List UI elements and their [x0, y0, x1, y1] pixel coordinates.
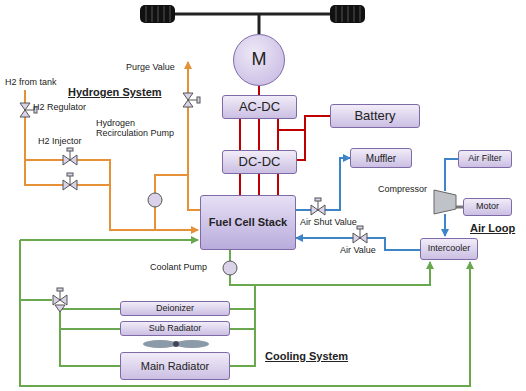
part-label: Hydrogen System	[68, 86, 162, 99]
motor-circle: M	[233, 34, 285, 86]
intercooler-box: Intercooler	[420, 238, 478, 260]
box-label: Sub Radiator	[149, 324, 202, 334]
radiator-box: Main Radiator	[120, 352, 230, 380]
converter-box: AC-DC	[222, 95, 297, 119]
box-label: AC-DC	[239, 100, 280, 114]
part-label: Air Shut Value	[300, 217, 357, 227]
box-label: Muffler	[366, 153, 396, 164]
converter-box: DC-DC	[222, 150, 297, 174]
flow-connector	[258, 86, 260, 95]
radiator-box: Sub Radiator	[120, 321, 230, 336]
part-label: H2 Regulator	[33, 102, 86, 112]
box-label: Motor	[476, 202, 499, 212]
box-label: Battery	[354, 109, 395, 123]
part-label: Purge Value	[126, 62, 175, 72]
box-label: Main Radiator	[141, 360, 209, 372]
filter-box: Air Filter	[458, 150, 512, 168]
part-label: Cooling System	[265, 350, 348, 363]
flow-connector	[297, 116, 330, 160]
box-label: Fuel Cell Stack	[209, 216, 287, 228]
battery-box: Battery	[330, 104, 420, 128]
part-label: Compressor	[378, 184, 427, 194]
deionizer-box: Deionizer	[120, 301, 230, 316]
part-label: H2 Injector	[38, 136, 82, 146]
muffler-box: Muffler	[350, 148, 412, 168]
box-label: Air Filter	[468, 154, 502, 164]
stack-box: Fuel Cell Stack	[200, 195, 296, 250]
part-label: Hydrogen Recirculation Pump	[96, 118, 180, 139]
box-label: Deionizer	[156, 304, 194, 314]
part-label: Coolant Pump	[150, 262, 207, 272]
part-label: H2 from tank	[5, 77, 57, 87]
box-label: M	[252, 50, 267, 70]
box-label: Intercooler	[428, 244, 471, 254]
flow-connector	[258, 119, 260, 150]
flow-connector	[258, 174, 260, 195]
flow-connector	[296, 158, 350, 210]
box-label: DC-DC	[239, 155, 281, 169]
part-label: Air Value	[340, 245, 376, 255]
part-label: Air Loop	[470, 222, 515, 235]
motor-box: Motor	[463, 198, 512, 216]
